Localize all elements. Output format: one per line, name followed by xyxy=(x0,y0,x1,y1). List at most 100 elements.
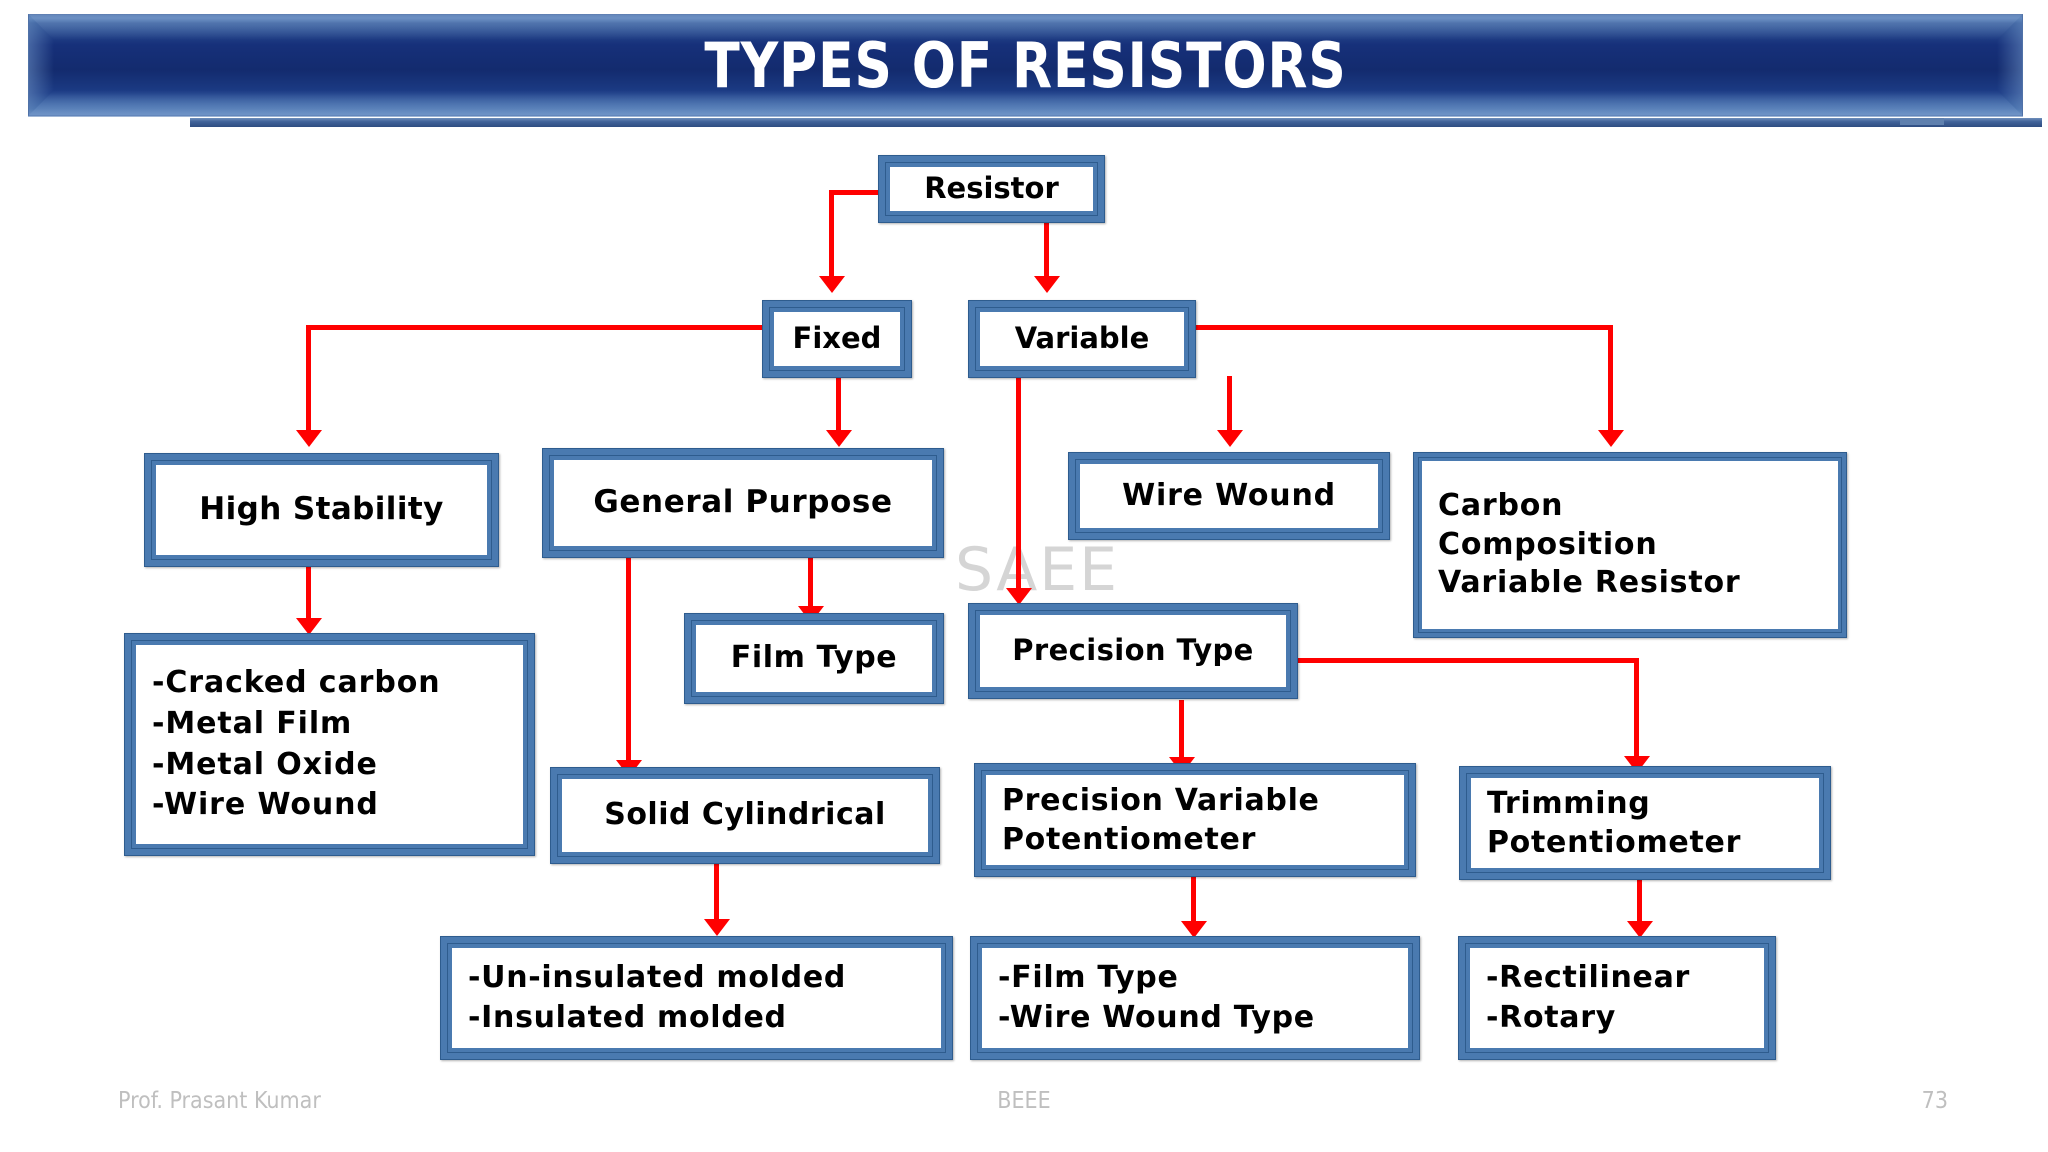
node-wire-wound-inner: Wire Wound xyxy=(1075,459,1383,533)
node-precision-type-label: Precision Type xyxy=(1012,633,1254,668)
pvp-line-2: Potentiometer xyxy=(1002,822,1257,857)
arrowhead-wire-wound xyxy=(1217,430,1243,447)
connector-variable-carbon-v xyxy=(1608,325,1613,437)
node-trimming-pot-lines: Trimming Potentiometer xyxy=(1487,784,1741,862)
connector-variable-precision-v xyxy=(1016,376,1021,595)
node-carbon-composition-lines: Carbon Composition Variable Resistor xyxy=(1438,487,1740,602)
node-high-stability-label: High Stability xyxy=(199,491,444,528)
node-precision-type-inner: Precision Type xyxy=(975,610,1291,692)
node-film-type-label: Film Type xyxy=(730,640,898,676)
node-molded-list-lines: -Un-insulated molded -Insulated molded xyxy=(468,958,846,1038)
node-variable[interactable]: Variable xyxy=(968,300,1196,378)
footer-subject: BEEE xyxy=(997,1088,1051,1114)
node-film-wire-list-inner: -Film Type -Wire Wound Type xyxy=(977,943,1413,1053)
connector-resistor-fixed-h xyxy=(829,190,889,195)
fw-line-2: -Wire Wound Type xyxy=(998,1000,1315,1035)
node-precision-variable-pot-inner: Precision Variable Potentiometer xyxy=(981,770,1409,870)
banner-shadow-bar xyxy=(190,118,2042,127)
connector-resistor-variable-v xyxy=(1044,212,1049,283)
rr-line-2: -Rotary xyxy=(1486,1000,1616,1035)
carbon-line-1: Carbon xyxy=(1438,488,1564,524)
node-film-type-inner: Film Type xyxy=(691,620,937,697)
slide-footer: Prof. Prasant Kumar BEEE 73 xyxy=(0,1088,2048,1128)
connector-fixed-generalpurpose-v xyxy=(836,376,841,437)
node-general-purpose-label: General Purpose xyxy=(593,484,893,521)
node-resistor-label: Resistor xyxy=(924,171,1059,206)
connector-fixed-highstability-h xyxy=(306,325,762,330)
node-precision-variable-pot-lines: Precision Variable Potentiometer xyxy=(1002,781,1320,859)
fw-line-1: -Film Type xyxy=(998,959,1179,995)
carbon-line-2: Composition xyxy=(1438,526,1658,562)
arrowhead-fixed xyxy=(819,276,845,293)
node-carbon-composition-inner: Carbon Composition Variable Resistor xyxy=(1418,457,1842,633)
node-wire-wound-label: Wire Wound xyxy=(1122,477,1336,513)
node-fixed[interactable]: Fixed xyxy=(762,300,912,378)
connector-variable-carbon-h xyxy=(1195,325,1613,330)
carbon-line-3: Variable Resistor xyxy=(1438,565,1741,601)
arrowhead-variable xyxy=(1034,276,1060,293)
node-trimming-pot[interactable]: Trimming Potentiometer xyxy=(1459,766,1831,880)
node-rect-rotary-list[interactable]: -Rectilinear -Rotary xyxy=(1458,936,1776,1060)
node-precision-variable-pot[interactable]: Precision Variable Potentiometer xyxy=(974,763,1416,877)
node-trimming-pot-inner: Trimming Potentiometer xyxy=(1466,773,1824,873)
node-rect-rotary-list-inner: -Rectilinear -Rotary xyxy=(1465,943,1769,1053)
hs-list-line-2: -Metal Film xyxy=(152,705,353,741)
node-solid-cylindrical[interactable]: Solid Cylindrical xyxy=(550,767,940,864)
node-rect-rotary-list-lines: -Rectilinear -Rotary xyxy=(1486,958,1690,1038)
node-high-stability-list-lines: -Cracked carbon -Metal Film -Metal Oxide… xyxy=(152,663,440,826)
arrowhead-high-stability-list xyxy=(296,618,322,635)
pvp-line-1: Precision Variable xyxy=(1002,783,1320,818)
arrowhead-carbon-composition xyxy=(1598,430,1624,447)
node-film-wire-list-lines: -Film Type -Wire Wound Type xyxy=(998,958,1315,1038)
node-high-stability-inner: High Stability xyxy=(151,460,492,560)
node-wire-wound[interactable]: Wire Wound xyxy=(1068,452,1390,540)
connector-solid-molded-v xyxy=(714,860,719,925)
node-fixed-inner: Fixed xyxy=(769,307,905,371)
arrowhead-molded-list xyxy=(704,919,730,936)
node-variable-label: Variable xyxy=(1014,321,1150,356)
arrowhead-precision-type xyxy=(1006,588,1032,605)
watermark-text: SAEE xyxy=(955,535,1120,605)
arrowhead-high-stability xyxy=(296,430,322,447)
banner-shadow-lip xyxy=(1900,118,1944,125)
trim-line-1: Trimming xyxy=(1487,786,1651,821)
node-resistor[interactable]: Resistor xyxy=(878,155,1105,223)
node-general-purpose[interactable]: General Purpose xyxy=(542,448,944,558)
hs-list-line-1: -Cracked carbon xyxy=(152,664,441,700)
node-film-wire-list[interactable]: -Film Type -Wire Wound Type xyxy=(970,936,1420,1060)
arrowhead-rect-rotary-list xyxy=(1627,921,1653,938)
connector-pvp-filmwire-v xyxy=(1191,874,1196,928)
node-precision-type[interactable]: Precision Type xyxy=(968,603,1298,699)
trim-line-2: Potentiometer xyxy=(1487,825,1742,860)
node-film-type[interactable]: Film Type xyxy=(684,613,944,704)
hs-list-line-4: -Wire Wound xyxy=(152,787,379,823)
connector-generalpurpose-filmtype-v xyxy=(808,557,813,612)
arrowhead-general-purpose xyxy=(826,430,852,447)
connector-precision-trimming-v xyxy=(1634,658,1639,761)
node-high-stability-list-inner: -Cracked carbon -Metal Film -Metal Oxide… xyxy=(131,640,528,849)
node-high-stability-list[interactable]: -Cracked carbon -Metal Film -Metal Oxide… xyxy=(124,633,535,856)
connector-fixed-highstability-v xyxy=(306,325,311,437)
page-title: TYPES OF RESISTORS xyxy=(704,28,1347,102)
node-resistor-inner: Resistor xyxy=(885,162,1098,216)
node-variable-inner: Variable xyxy=(975,307,1189,371)
connector-precision-pvp-v xyxy=(1179,700,1184,763)
connector-trimming-rect-v xyxy=(1637,878,1642,928)
connector-resistor-fixed-v xyxy=(829,190,834,283)
footer-page-number: 73 xyxy=(1921,1088,1948,1114)
connector-precision-trimming-h xyxy=(1298,658,1639,663)
node-molded-list[interactable]: -Un-insulated molded -Insulated molded xyxy=(440,936,953,1060)
node-carbon-composition[interactable]: Carbon Composition Variable Resistor xyxy=(1413,452,1847,638)
connector-variable-wirewound-v xyxy=(1227,376,1232,437)
node-general-purpose-inner: General Purpose xyxy=(549,455,937,551)
connector-generalpurpose-solid-v xyxy=(626,557,631,766)
node-molded-list-inner: -Un-insulated molded -Insulated molded xyxy=(447,943,946,1053)
node-solid-cylindrical-label: Solid Cylindrical xyxy=(604,797,886,833)
hs-list-line-3: -Metal Oxide xyxy=(152,746,378,782)
arrowhead-film-wire-list xyxy=(1181,921,1207,938)
footer-author: Prof. Prasant Kumar xyxy=(118,1088,321,1114)
node-fixed-label: Fixed xyxy=(792,321,882,356)
connector-highstability-list-v xyxy=(306,565,311,625)
node-high-stability[interactable]: High Stability xyxy=(144,453,499,567)
